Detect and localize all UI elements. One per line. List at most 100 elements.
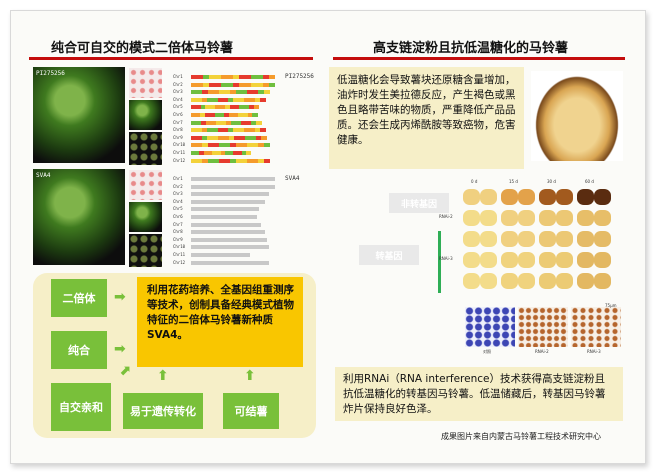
- chromosome-segment: [233, 113, 239, 117]
- chromosome-segment: [196, 97, 203, 102]
- chromosome-segment: [239, 135, 246, 140]
- chromosome-label: Chr1: [173, 74, 183, 79]
- chromosome-segment: [246, 151, 251, 155]
- chromosome-segment: [259, 97, 266, 102]
- poster: 纯合可自交的模式二倍体马铃薯 高支链淀粉且抗低温糖化的马铃薯 PI275256 …: [10, 10, 646, 464]
- chromosome-bar: [191, 237, 267, 242]
- trait-easy-transform: 易于遗传转化: [123, 393, 203, 429]
- chromosome-label: Chr12: [173, 259, 186, 265]
- bracket-line: [438, 231, 441, 293]
- chromosome-label: Chr5: [173, 104, 183, 110]
- arrow-right-icon: ➡: [114, 341, 126, 357]
- chromosome-segment: [219, 113, 225, 117]
- chromosome-segment: [215, 105, 221, 110]
- chromosome-label: Chr3: [173, 191, 183, 197]
- genome-b-label: SVA4: [285, 175, 300, 182]
- chromosome-segment: [191, 113, 197, 117]
- chromosome-segment: [235, 158, 242, 163]
- chromosome-segment: [268, 82, 276, 87]
- chromosome-segment: [226, 120, 232, 125]
- chromosome-segment: [238, 113, 244, 117]
- chromosome-segment: [233, 97, 240, 102]
- chromosome-bar: [191, 230, 266, 235]
- potato-chip: [518, 231, 535, 247]
- potato-chip: [577, 189, 594, 205]
- flower-image-a: [129, 100, 162, 130]
- plant-a-label: PI275256: [36, 70, 65, 77]
- arrow-up-icon: ⬆: [244, 368, 256, 384]
- left-summary-box: 利用花药培养、全基因组重测序等技术，创制具备经典模式植物特征的二倍体马铃薯新种质…: [137, 277, 303, 367]
- chromosome-segment: [217, 97, 224, 102]
- chromosome-label: Chr9: [173, 236, 183, 242]
- chromosome-segment: [246, 90, 253, 95]
- potato-chips-photo: [531, 71, 623, 161]
- rnai-label: RNAi-3: [439, 256, 453, 261]
- potato-chip: [539, 210, 556, 226]
- chromosome-label: Chr8: [173, 127, 183, 133]
- chromosome-segment: [202, 82, 210, 87]
- chromosome-segment: [201, 135, 208, 140]
- chromosome-segment: [228, 113, 235, 117]
- chromosome-segment: [244, 105, 250, 110]
- chromosome-segment: [241, 158, 248, 163]
- trait-diploid: 二倍体: [51, 279, 107, 317]
- chromosome-segment: [212, 97, 218, 102]
- chromosome-segment: [263, 143, 270, 148]
- chromosome-segment: [191, 135, 197, 140]
- chromosome-segment: [219, 105, 226, 110]
- chromosome-label: Chr9: [173, 134, 183, 140]
- potato-chip: [480, 189, 497, 205]
- chromosome-segment: [248, 105, 255, 110]
- chromosome-label: Chr11: [173, 150, 186, 155]
- potato-chip: [463, 189, 480, 205]
- chromosome-segment: [221, 120, 227, 125]
- chromosome-segment: [242, 113, 249, 117]
- chromosome-segment: [234, 105, 240, 110]
- chromosome-segment: [256, 120, 262, 125]
- potato-chip: [463, 273, 480, 289]
- chromosome-bar: [191, 199, 266, 204]
- potato-chip: [518, 210, 535, 226]
- chromosome-segment: [223, 135, 230, 140]
- chromosome-segment: [207, 90, 214, 95]
- chromosome-segment: [206, 128, 213, 133]
- chromosome-segment: [244, 97, 250, 102]
- potato-chip: [594, 210, 611, 226]
- chromosome-segment: [241, 143, 248, 148]
- chromosome-segment: [196, 143, 203, 148]
- right-title: 高支链淀粉且抗低温糖化的马铃薯: [373, 41, 569, 56]
- chromosome-segment: [258, 158, 265, 163]
- chromosome-segment: [245, 135, 251, 140]
- potato-chip: [518, 252, 535, 268]
- potato-chip: [518, 189, 535, 205]
- chromosome-segment: [213, 158, 220, 163]
- chromosome-label: Chr2: [173, 183, 183, 189]
- chromosome-segment: [268, 75, 276, 79]
- chromosome-label: Chr6: [173, 112, 183, 117]
- chromosome-segment: [256, 82, 264, 87]
- chromosome-label: Chr5: [173, 206, 183, 212]
- potato-chip: [539, 231, 556, 247]
- potato-chip: [594, 189, 611, 205]
- chromosome-segment: [191, 75, 198, 79]
- arrow-up-right-icon: ⬈: [119, 363, 131, 379]
- micro-control: [465, 307, 515, 347]
- potato-chip: [556, 210, 573, 226]
- rnai-label: RNAi-2: [439, 214, 453, 219]
- chromosome-segment: [214, 113, 220, 117]
- potato-chip: [556, 189, 573, 205]
- chromosome-segment: [234, 135, 241, 140]
- chromosome-segment: [230, 158, 237, 163]
- chromosome-segment: [208, 82, 216, 87]
- chromosome-segment: [229, 151, 234, 155]
- chromosome-segment: [254, 97, 261, 102]
- chromosome-bar: [191, 184, 275, 189]
- plant-photo-pi275256: [33, 67, 125, 163]
- potato-chip: [594, 252, 611, 268]
- chromosome-label: Chr7: [173, 221, 183, 227]
- chromosome-segment: [200, 105, 206, 110]
- chromosome-label: Chr7: [173, 119, 183, 125]
- chromosome-segment: [246, 120, 252, 125]
- potato-chip: [556, 252, 573, 268]
- chromosome-label: Chr4: [173, 198, 183, 204]
